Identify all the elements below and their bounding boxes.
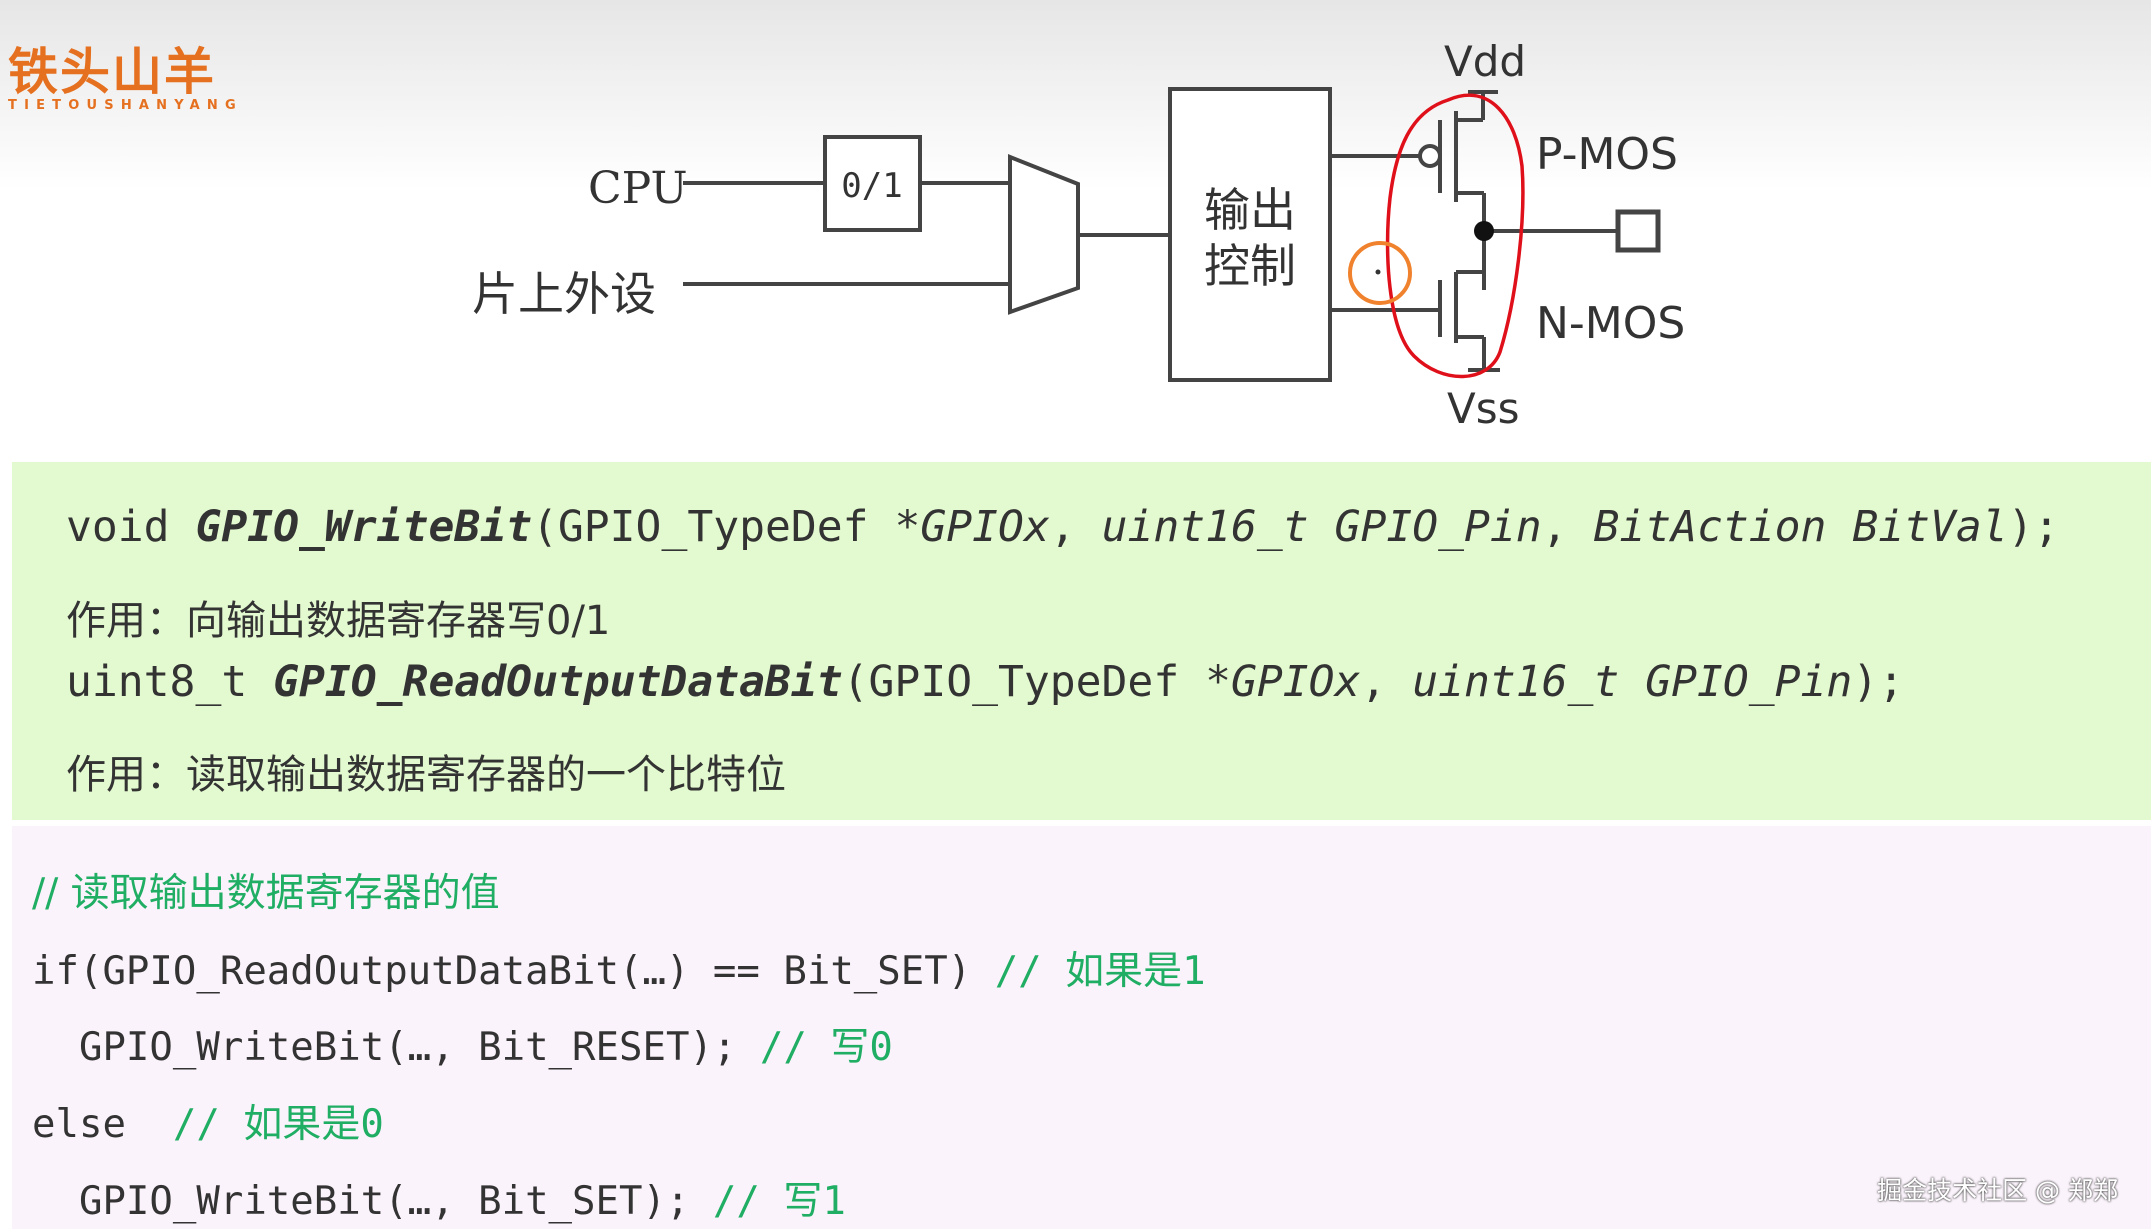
nmos-transistor	[1438, 270, 1500, 372]
function-reference-panel	[12, 462, 2151, 820]
code-example-panel	[12, 826, 2151, 1229]
if-comment: // 如果是1	[994, 949, 1206, 994]
pmos-transistor	[1418, 90, 1498, 290]
output-register-box	[823, 135, 922, 232]
wires	[683, 154, 1618, 312]
control-label-line2: 控制	[1204, 239, 1296, 293]
write-set-statement: GPIO_WriteBit(…, Bit_SET); // 写1	[32, 1179, 846, 1224]
cursor-dot	[1375, 269, 1381, 275]
nmos-label: N-MOS	[1536, 298, 1685, 349]
output-control-box	[1168, 87, 1332, 382]
watermark: 掘金技术社区 @ 郑郑	[1877, 1176, 2118, 1205]
readbit-signature: uint8_t GPIO_ReadOutputDataBit(GPIO_Type…	[66, 657, 1905, 707]
header-background	[0, 0, 2151, 190]
gpio-output-diagram: CPU 片上外设 0/1 输出 控制 V	[472, 37, 1685, 433]
logo-pinyin: TIETOUSHANYANG	[8, 98, 243, 113]
cpu-label: CPU	[588, 163, 688, 214]
comment-read-register: // 读取输出数据寄存器的值	[32, 871, 500, 916]
write0-comment: // 写0	[759, 1025, 893, 1070]
output-pin	[1615, 209, 1661, 253]
writebit-signature: void GPIO_WriteBit(GPIO_TypeDef *GPIOx, …	[66, 502, 2060, 552]
writebit-description: 作用：向输出数据寄存器写0/1	[66, 598, 611, 644]
vdd-label: Vdd	[1444, 37, 1526, 86]
peripheral-label: 片上外设	[472, 267, 656, 321]
cursor-marker	[1348, 241, 1412, 305]
writebit-name: GPIO_WriteBit	[195, 502, 532, 552]
readbit-name: GPIO_ReadOutputDataBit	[273, 657, 843, 707]
readbit-description: 作用：读取输出数据寄存器的一个比特位	[66, 752, 786, 798]
vss-label: Vss	[1447, 384, 1520, 433]
pmos-label: P-MOS	[1536, 129, 1678, 180]
register-value: 0/1	[841, 166, 902, 206]
write1-comment: // 写1	[712, 1179, 846, 1224]
logo-chinese: 铁头山羊	[8, 43, 216, 101]
brand-logo: 铁头山羊 TIETOUSHANYANG	[8, 44, 243, 113]
else-statement: else // 如果是0	[32, 1102, 384, 1147]
output-node	[1474, 221, 1494, 241]
control-label-line1: 输出	[1204, 183, 1296, 237]
red-highlight-loop	[1385, 93, 1525, 379]
write-reset-statement: GPIO_WriteBit(…, Bit_RESET); // 写0	[32, 1025, 893, 1070]
if-statement: if(GPIO_ReadOutputDataBit(…) == Bit_SET)…	[32, 949, 1206, 994]
multiplexer	[1008, 154, 1080, 315]
else-comment: // 如果是0	[172, 1102, 384, 1147]
